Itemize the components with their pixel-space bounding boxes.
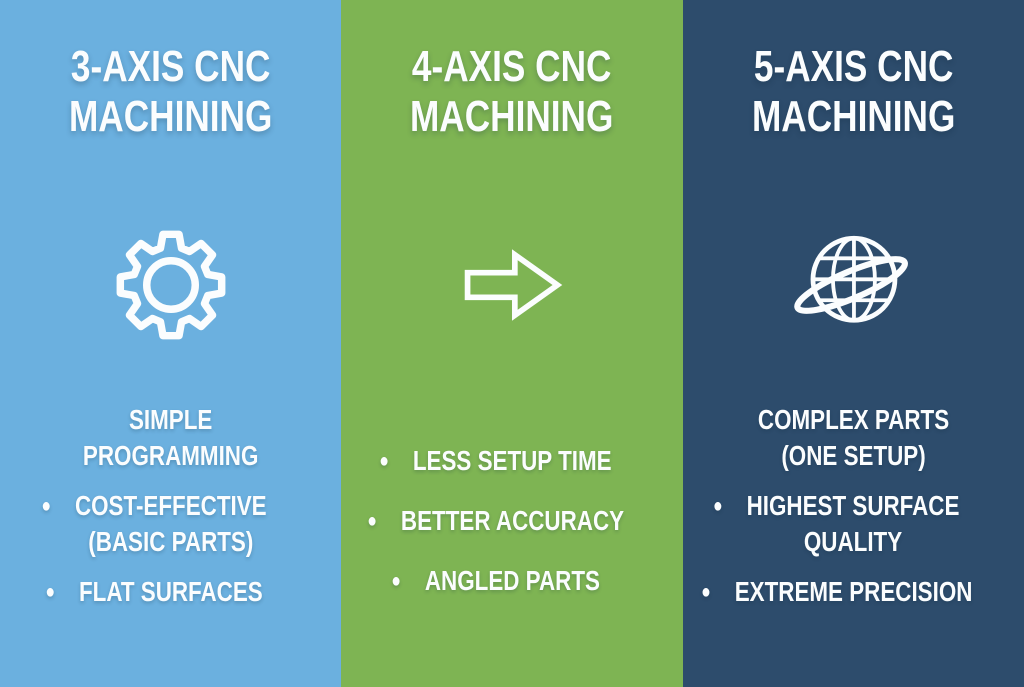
globe-orbit-group <box>794 235 909 323</box>
feature-text-wrap: ● BETTER ACCURACY <box>367 503 624 539</box>
feature-text: EXTREME PRECISION <box>734 576 973 607</box>
bullet-dot: ● <box>713 495 723 517</box>
column-title: 5-AXIS CNC MACHINING <box>751 42 956 141</box>
column-4-axis: 4-AXIS CNC MACHINING ● LESS SETUP TIME ● B… <box>341 0 683 687</box>
feature-item: ● HIGHEST SURFACE QUALITY <box>683 488 1024 560</box>
feature-item: COMPLEX PARTS (ONE SETUP) <box>683 402 1024 474</box>
feature-text-wrap: SIMPLE PROGRAMMING <box>83 402 258 474</box>
column-title: 4-AXIS CNC MACHINING <box>410 42 614 141</box>
feature-item: ● EXTREME PRECISION <box>683 574 1024 610</box>
feature-item: ● LESS SETUP TIME <box>341 443 682 479</box>
arrow-right-icon <box>464 249 563 321</box>
icon-container <box>790 224 916 346</box>
bullet-dot: ● <box>700 581 711 603</box>
feature-item: ● BETTER ACCURACY <box>341 503 682 539</box>
feature-list: COMPLEX PARTS (ONE SETUP) ● HIGHEST SURFA… <box>683 402 1024 624</box>
feature-text: FLAT SURFACES <box>78 576 263 607</box>
feature-text: ANGLED PARTS <box>424 565 600 596</box>
globe-orbit-icon <box>794 235 909 323</box>
column-3-axis: 3-AXIS CNC MACHINING SIMPLE PROGRAMMING … <box>0 0 342 687</box>
feature-text-wrap: ● EXTREME PRECISION <box>701 574 973 610</box>
feature-item: ● ANGLED PARTS <box>341 563 682 599</box>
feature-text-wrap: ● HIGHEST SURFACE QUALITY <box>713 488 960 560</box>
feature-text-wrap: ● FLAT SURFACES <box>45 574 263 610</box>
feature-text-wrap: ● COST-EFFECTIVE (BASIC PARTS) <box>41 488 267 560</box>
bullet-dot: ● <box>390 570 401 592</box>
feature-text: BETTER ACCURACY <box>400 505 624 536</box>
column-5-axis: 5-AXIS CNC MACHINING COMPLEX PARTS (ONE … <box>682 0 1024 687</box>
feature-text-wrap: ● LESS SETUP TIME <box>379 443 612 479</box>
feature-text: COMPLEX PARTS (ONE SETUP) <box>757 404 949 471</box>
bullet-dot: ● <box>366 510 377 532</box>
bullet-dot: ● <box>379 450 389 472</box>
feature-list: ● LESS SETUP TIME ● BETTER ACCURACY ● ANGLE… <box>341 443 682 623</box>
feature-text-wrap: COMPLEX PARTS (ONE SETUP) <box>758 402 949 474</box>
feature-item: ● COST-EFFECTIVE (BASIC PARTS) <box>0 488 341 560</box>
bullet-dot: ● <box>45 581 55 603</box>
feature-text: HIGHEST SURFACE QUALITY <box>746 490 960 557</box>
gear-icon-path <box>116 230 226 340</box>
icon-container <box>115 224 227 346</box>
feature-item: ● FLAT SURFACES <box>0 574 341 610</box>
feature-item: SIMPLE PROGRAMMING <box>0 402 341 474</box>
feature-text: SIMPLE PROGRAMMING <box>82 404 259 471</box>
gear-icon <box>116 230 226 340</box>
feature-list: SIMPLE PROGRAMMING ● COST-EFFECTIVE (BASI… <box>0 402 341 624</box>
column-title: 3-AXIS CNC MACHINING <box>68 42 273 141</box>
gear-center-circle <box>142 257 199 313</box>
feature-text: LESS SETUP TIME <box>412 445 612 476</box>
feature-text: COST-EFFECTIVE (BASIC PARTS) <box>74 490 267 557</box>
bullet-dot: ● <box>41 495 51 517</box>
feature-text-wrap: ● ANGLED PARTS <box>391 563 600 599</box>
icon-container <box>460 224 564 346</box>
arrow-right-outline <box>464 249 563 321</box>
